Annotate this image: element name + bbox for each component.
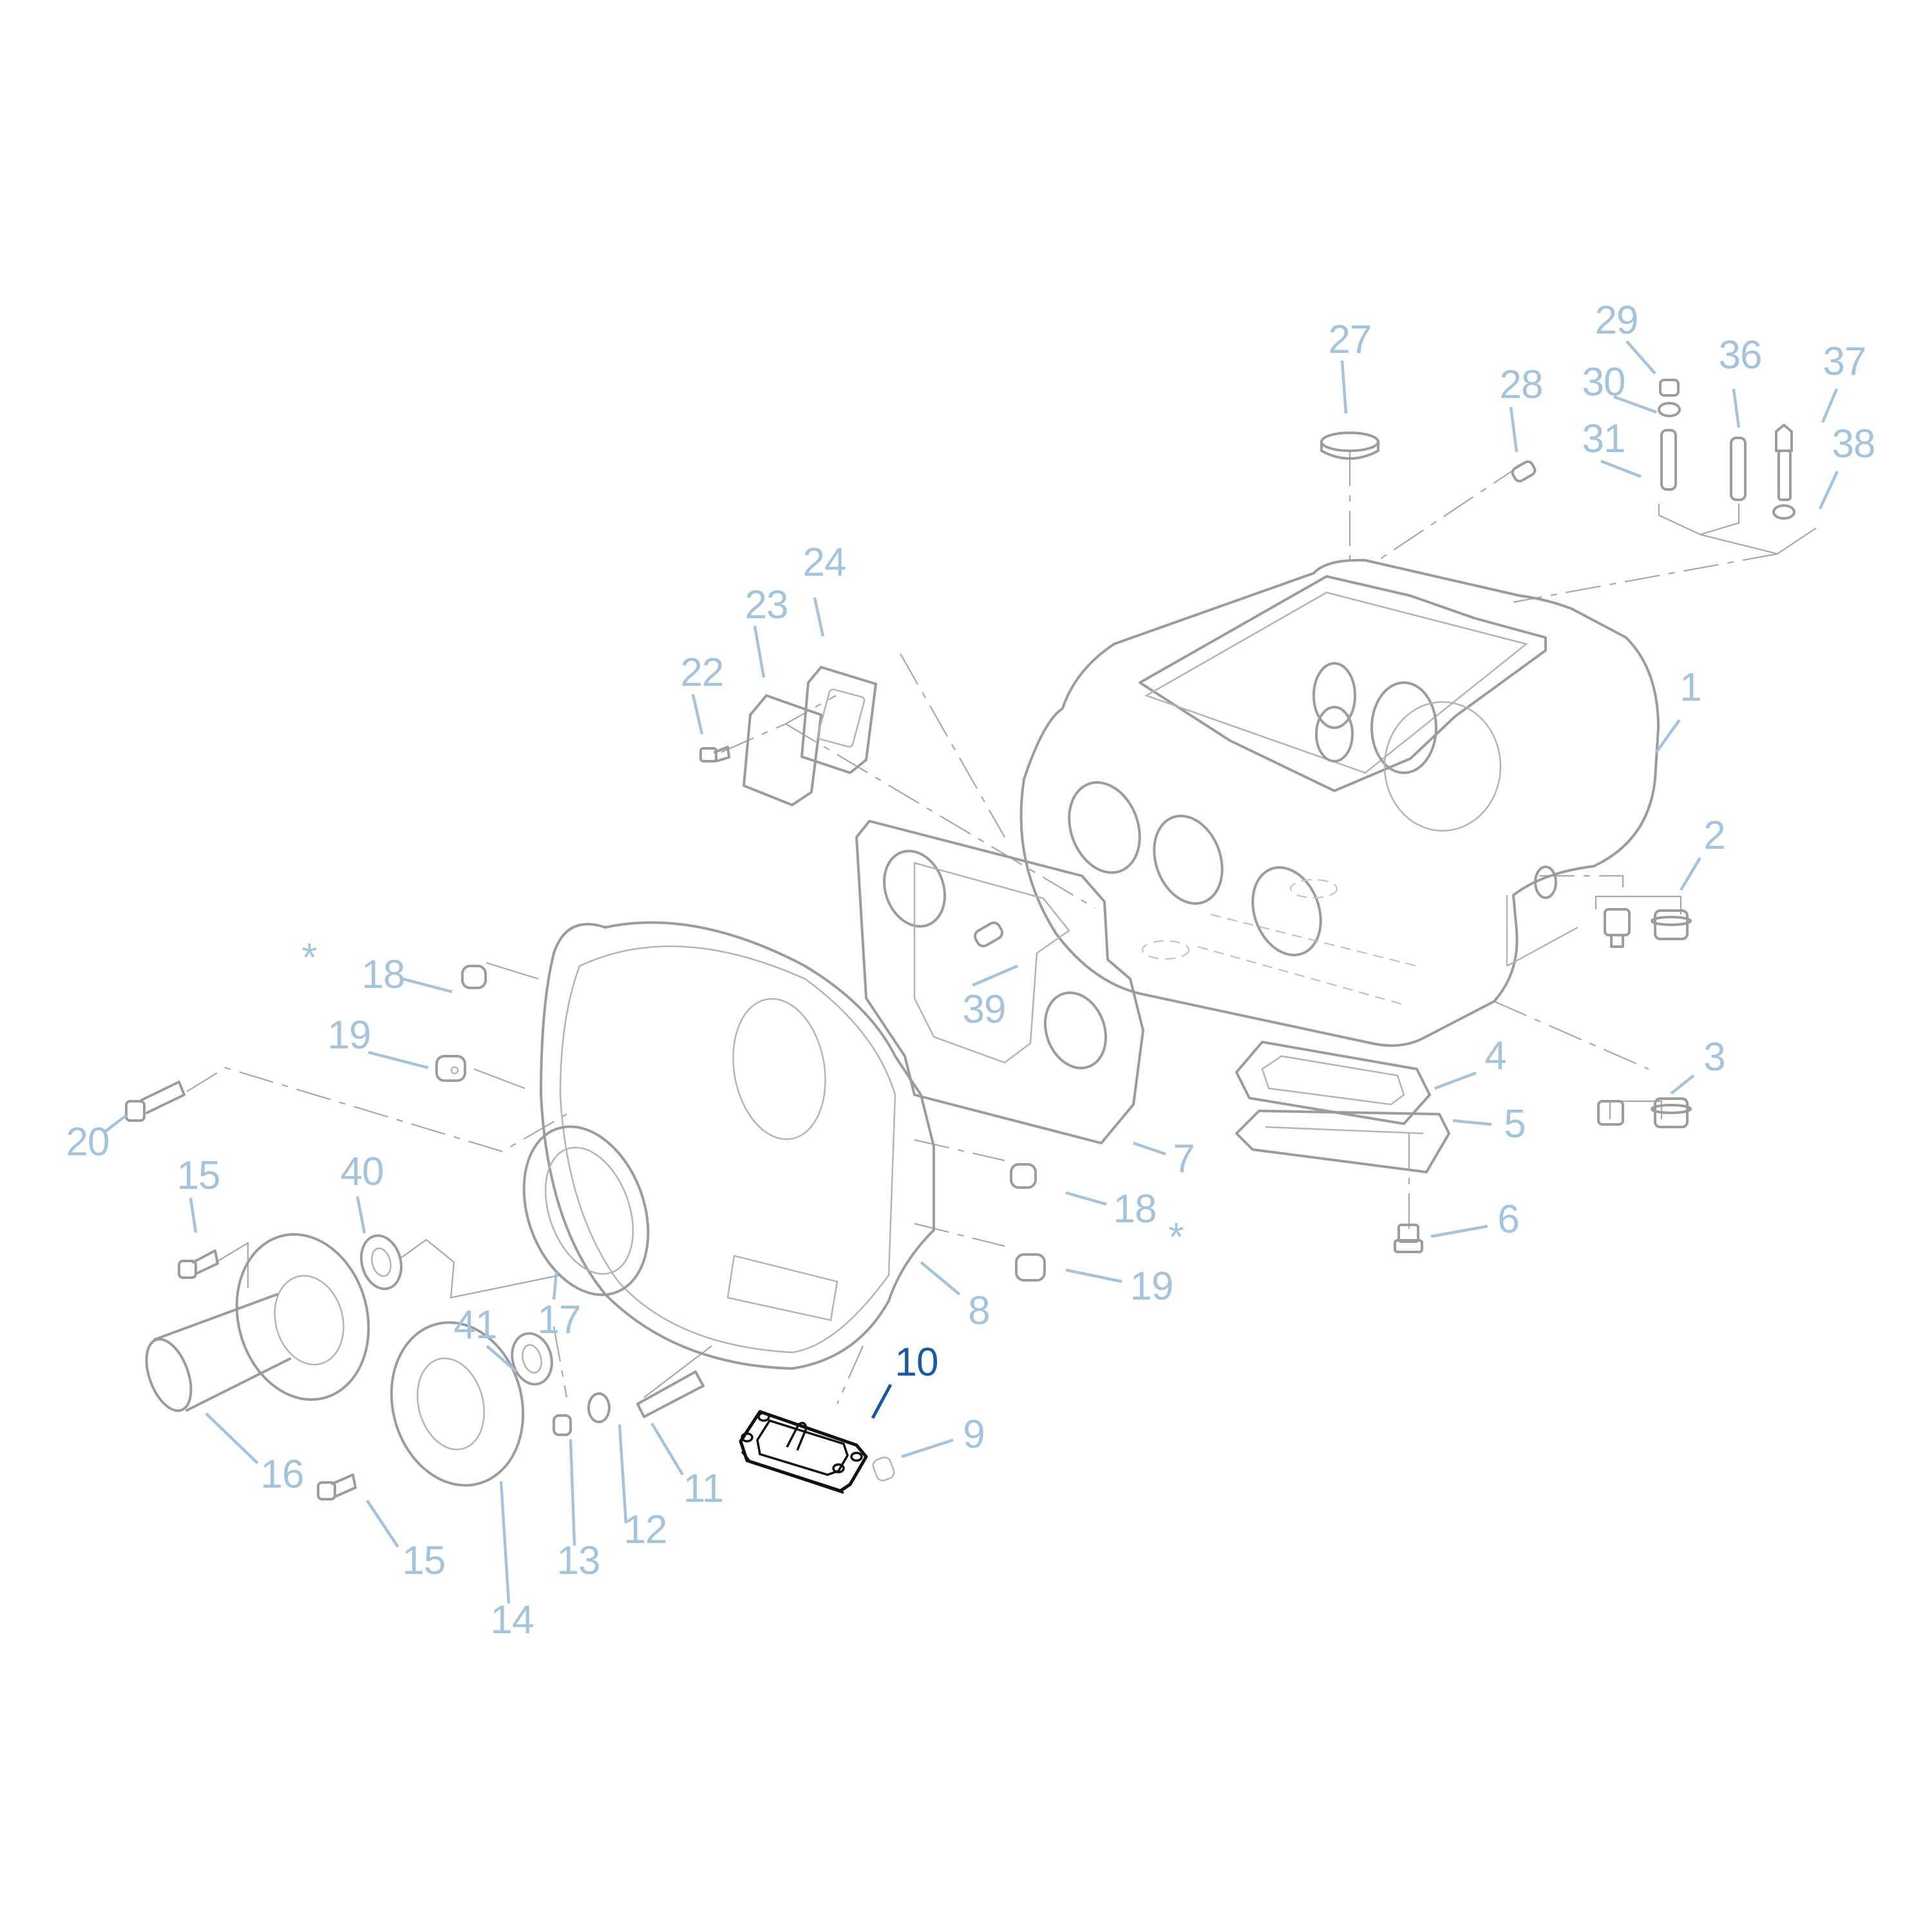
callout-27[interactable]: 27 xyxy=(1328,317,1372,362)
callout-19-upper[interactable]: 19 xyxy=(327,1013,372,1057)
part-27-cap xyxy=(1320,431,1379,460)
callout-40[interactable]: 40 xyxy=(340,1150,384,1194)
part-11-stud xyxy=(636,1370,705,1418)
callout-15-upper[interactable]: 15 xyxy=(176,1153,221,1198)
callout-8[interactable]: 8 xyxy=(968,1289,990,1333)
part-8-bell-housing xyxy=(540,921,935,1370)
part-38-washer xyxy=(1772,504,1795,520)
part-41-seal xyxy=(511,1332,553,1386)
part-28-pin xyxy=(1511,460,1537,483)
part-30-washer xyxy=(1658,402,1681,417)
assembly-guide-lines xyxy=(186,451,1817,1405)
callout-1[interactable]: 1 xyxy=(1680,665,1701,710)
part-13-nut xyxy=(553,1414,572,1436)
callout-3[interactable]: 3 xyxy=(1703,1035,1725,1079)
part-17-seal-ring xyxy=(522,1125,650,1296)
callout-2[interactable]: 2 xyxy=(1703,813,1725,858)
callout-38[interactable]: 38 xyxy=(1832,422,1876,466)
callout-10-highlighted[interactable]: 10 xyxy=(895,1340,939,1385)
callout-23[interactable]: 23 xyxy=(744,583,789,627)
callout-19-lower[interactable]: 19 xyxy=(1130,1264,1174,1309)
part-18-bushing-upper xyxy=(461,965,487,989)
part-1-gearbox-housing xyxy=(1019,558,1660,1047)
part-2-plugs xyxy=(1604,908,1692,948)
callout-28[interactable]: 28 xyxy=(1499,363,1544,407)
part-15-bolt-upper xyxy=(178,1249,219,1279)
part-31-sleeve xyxy=(1660,429,1677,491)
part-4-bottom-cover-gasket xyxy=(1235,1041,1431,1125)
callout-36[interactable]: 36 xyxy=(1718,333,1763,377)
part-14-flange xyxy=(390,1321,525,1487)
callout-39[interactable]: 39 xyxy=(962,987,1007,1032)
part-24-gasket xyxy=(800,666,877,774)
callout-9[interactable]: 9 xyxy=(963,1412,985,1457)
callout-6[interactable]: 6 xyxy=(1497,1197,1519,1242)
callout-18-lower[interactable]: 18 xyxy=(1113,1187,1157,1231)
callout-13[interactable]: 13 xyxy=(556,1539,601,1583)
part-18-bushing-lower xyxy=(1010,1163,1037,1189)
part-7-gasket xyxy=(855,820,1144,1144)
callout-29[interactable]: 29 xyxy=(1595,298,1639,343)
callout-30[interactable]: 30 xyxy=(1582,360,1626,404)
part-19-pin-upper xyxy=(435,1055,466,1082)
part-6-drain-plug xyxy=(1394,1224,1423,1253)
part-20-bolt xyxy=(125,1081,185,1122)
callout-14[interactable]: 14 xyxy=(490,1598,535,1642)
callout-11[interactable]: 11 xyxy=(683,1466,724,1511)
part-9-screw xyxy=(872,1456,895,1482)
callout-24[interactable]: 24 xyxy=(802,540,847,585)
part-10-inspection-cover[interactable] xyxy=(739,1410,868,1494)
note-asterisk-lower: * xyxy=(1168,1215,1184,1260)
part-36-spring xyxy=(1730,437,1747,501)
part-12-lock-washer xyxy=(587,1392,611,1423)
callout-31[interactable]: 31 xyxy=(1582,417,1626,461)
note-asterisk-upper: * xyxy=(301,936,317,980)
part-23-cover-plate xyxy=(743,694,822,806)
callout-20[interactable]: 20 xyxy=(66,1120,110,1164)
callout-17[interactable]: 17 xyxy=(537,1298,582,1342)
callout-37[interactable]: 37 xyxy=(1823,339,1867,384)
part-39-dowel xyxy=(973,921,1004,948)
callout-12[interactable]: 12 xyxy=(623,1508,668,1552)
part-19-pin-lower xyxy=(1015,1253,1046,1282)
part-5-bottom-cover xyxy=(1235,1110,1450,1173)
part-22-screw xyxy=(699,746,730,762)
callout-15-lower[interactable]: 15 xyxy=(402,1539,446,1583)
callout-22[interactable]: 22 xyxy=(680,650,724,695)
part-29-nut xyxy=(1659,379,1680,397)
callout-18-upper[interactable]: 18 xyxy=(361,952,406,997)
callout-41[interactable]: 41 xyxy=(453,1303,498,1347)
part-37-bolt xyxy=(1775,424,1793,501)
callout-16[interactable]: 16 xyxy=(260,1452,305,1497)
callout-7[interactable]: 7 xyxy=(1173,1137,1195,1181)
callout-4[interactable]: 4 xyxy=(1484,1034,1506,1078)
part-40-seal xyxy=(360,1234,402,1291)
part-3-plugs xyxy=(1597,1097,1692,1128)
callout-5[interactable]: 5 xyxy=(1504,1102,1526,1146)
part-15-bolt-lower xyxy=(317,1473,357,1501)
part-16-flange-shaft xyxy=(145,1233,370,1412)
leader-lines xyxy=(103,340,1839,1604)
